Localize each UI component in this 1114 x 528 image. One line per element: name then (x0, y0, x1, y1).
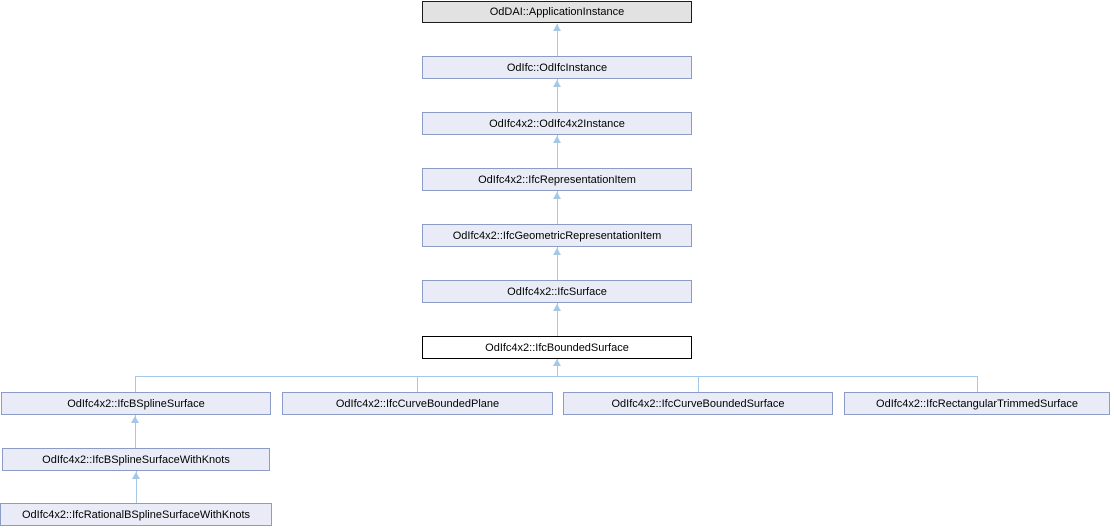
inheritance-edge-line (135, 376, 136, 392)
arrow-up-icon (132, 472, 140, 479)
arrow-up-icon (553, 24, 561, 31)
class-node-ifccurveboundedsurface[interactable]: OdIfc4x2::IfcCurveBoundedSurface (563, 392, 833, 415)
arrow-up-icon (553, 136, 561, 143)
inheritance-edge-line (417, 376, 418, 392)
arrow-up-icon (131, 416, 139, 423)
inheritance-edge-line (698, 376, 699, 392)
arrow-up-icon (553, 304, 561, 311)
class-node-ifcrectangulartrimmedsurface[interactable]: OdIfc4x2::IfcRectangularTrimmedSurface (844, 392, 1110, 415)
class-node-odifc-odifcinstance[interactable]: OdIfc::OdIfcInstance (422, 56, 692, 79)
arrow-up-icon (553, 248, 561, 255)
class-node-ifcrepresentationitem[interactable]: OdIfc4x2::IfcRepresentationItem (422, 168, 692, 191)
inheritance-edge-line (557, 247, 558, 280)
class-node-ifcgeometricrepresentationitem[interactable]: OdIfc4x2::IfcGeometricRepresentationItem (422, 224, 692, 247)
class-node-ifcbsplinesurface[interactable]: OdIfc4x2::IfcBSplineSurface (1, 392, 271, 415)
arrow-up-icon (553, 80, 561, 87)
inheritance-edge-line (136, 471, 137, 503)
inheritance-edge-line (977, 376, 978, 392)
arrow-up-icon (553, 192, 561, 199)
inheritance-edge-line (135, 415, 136, 448)
class-node-ifccurveboundedplane[interactable]: OdIfc4x2::IfcCurveBoundedPlane (282, 392, 553, 415)
inheritance-edge-line (135, 376, 977, 377)
inheritance-edge-line (557, 191, 558, 224)
class-node-odifc4x2-instance[interactable]: OdIfc4x2::OdIfc4x2Instance (422, 112, 692, 135)
class-node-oddai-applicationinstance[interactable]: OdDAI::ApplicationInstance (422, 1, 692, 23)
inheritance-edge-line (557, 359, 558, 376)
inheritance-edge-line (557, 135, 558, 168)
class-node-ifcrationalbsplinesurfacewithknots[interactable]: OdIfc4x2::IfcRationalBSplineSurfaceWithK… (0, 503, 272, 526)
inheritance-edge-line (557, 303, 558, 336)
arrow-up-icon (553, 359, 561, 366)
inheritance-edge-line (557, 79, 558, 112)
class-node-ifcsurface[interactable]: OdIfc4x2::IfcSurface (422, 280, 692, 303)
class-node-ifcbsplinesurfacewithknots[interactable]: OdIfc4x2::IfcBSplineSurfaceWithKnots (2, 448, 270, 471)
class-node-ifcboundedsurface: OdIfc4x2::IfcBoundedSurface (422, 336, 692, 359)
inheritance-edge-line (557, 24, 558, 56)
